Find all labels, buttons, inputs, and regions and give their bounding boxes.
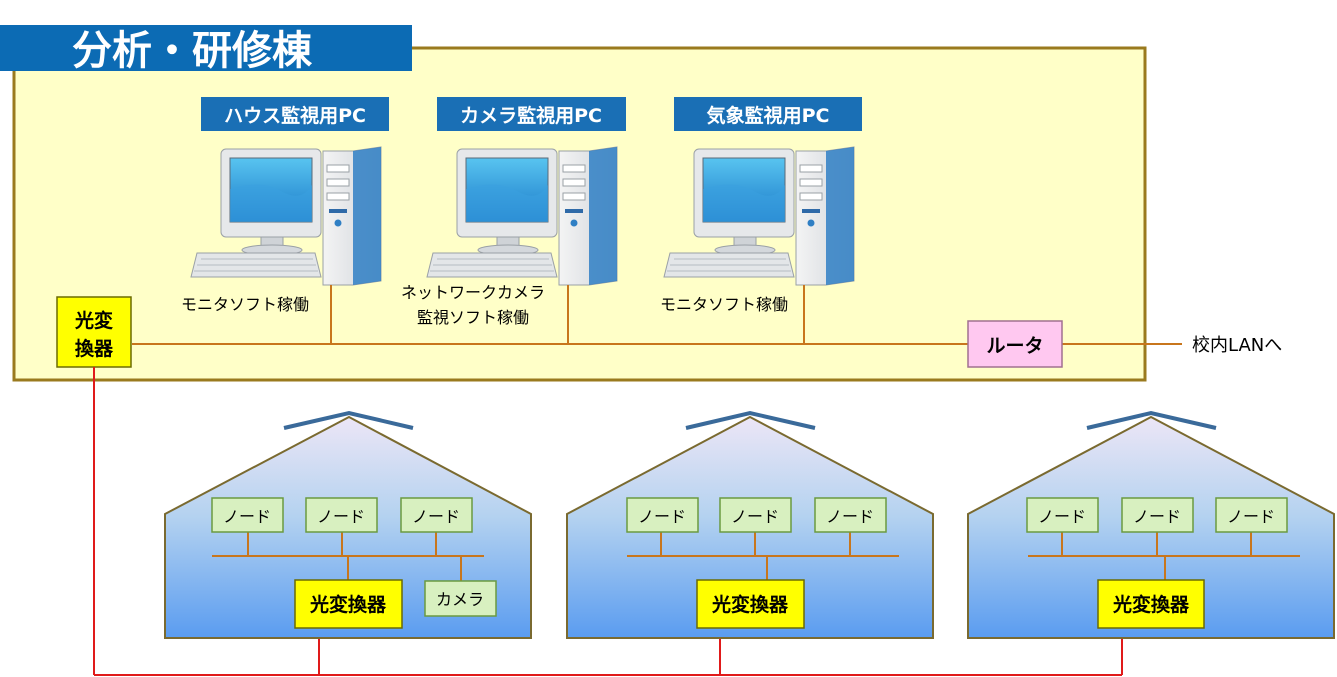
node-box bbox=[400, 497, 473, 533]
pc-label-box bbox=[674, 97, 862, 131]
node-box bbox=[1121, 497, 1194, 533]
house-converter-label: 光変換器 bbox=[1112, 593, 1190, 616]
node-label: ノード bbox=[1038, 507, 1086, 526]
building-converter bbox=[56, 296, 132, 368]
lan-lines bbox=[132, 285, 1182, 345]
pc-caption-house: モニタソフト稼働 bbox=[181, 295, 309, 314]
pc-label-house: ハウス監視用PC bbox=[224, 104, 366, 127]
building-converter-line1: 光変 bbox=[74, 309, 113, 332]
pc-label-weather: 気象監視用PC bbox=[707, 104, 830, 127]
building-title-bar bbox=[0, 25, 412, 71]
house-converter bbox=[1097, 579, 1205, 629]
node-label: ノード bbox=[317, 507, 365, 526]
pc-label-box bbox=[437, 97, 626, 131]
node-label: ノード bbox=[731, 507, 779, 526]
pc-caption-camera-1: ネットワークカメラ bbox=[401, 283, 545, 302]
house-converter bbox=[696, 579, 805, 629]
greenhouse-1: ノード ノード ノード 光変換器 カメラ bbox=[164, 410, 532, 639]
greenhouse-2: ノード ノード ノード 光変換器 bbox=[566, 410, 934, 639]
router-box bbox=[967, 320, 1063, 368]
pc-label-camera: カメラ監視用PC bbox=[460, 104, 602, 127]
camera-box bbox=[424, 580, 497, 617]
house-converter-label: 光変換器 bbox=[711, 593, 789, 616]
pc-label-box bbox=[201, 97, 389, 131]
greenhouse-3: ノード ノード ノード 光変換器 bbox=[967, 410, 1335, 639]
node-label: ノード bbox=[1227, 507, 1275, 526]
node-label: ノード bbox=[638, 507, 686, 526]
roof-vent bbox=[1086, 410, 1217, 430]
camera-label: カメラ bbox=[436, 590, 484, 609]
node-box bbox=[719, 497, 792, 533]
node-box bbox=[305, 497, 378, 533]
node-label: ノード bbox=[412, 507, 460, 526]
house-converter bbox=[294, 579, 403, 629]
house-converter-label: 光変換器 bbox=[309, 593, 387, 616]
pc-caption-weather: モニタソフト稼働 bbox=[660, 295, 788, 314]
roof-vent bbox=[685, 410, 816, 430]
node-box bbox=[1026, 497, 1099, 533]
router-label: ルータ bbox=[986, 335, 1043, 357]
node-box bbox=[211, 497, 284, 533]
node-box bbox=[1215, 497, 1288, 533]
node-label: ノード bbox=[1133, 507, 1181, 526]
node-label: ノード bbox=[223, 507, 271, 526]
pc-caption-camera-2: 監視ソフト稼働 bbox=[417, 308, 529, 327]
node-box bbox=[814, 497, 887, 533]
node-label: ノード bbox=[826, 507, 874, 526]
lan-label: 校内LANへ bbox=[1192, 335, 1282, 356]
building-title: 分析・研修棟 bbox=[72, 28, 313, 74]
building-converter-line2: 換器 bbox=[75, 337, 114, 360]
node-box bbox=[626, 497, 699, 533]
roof-vent bbox=[283, 410, 414, 430]
